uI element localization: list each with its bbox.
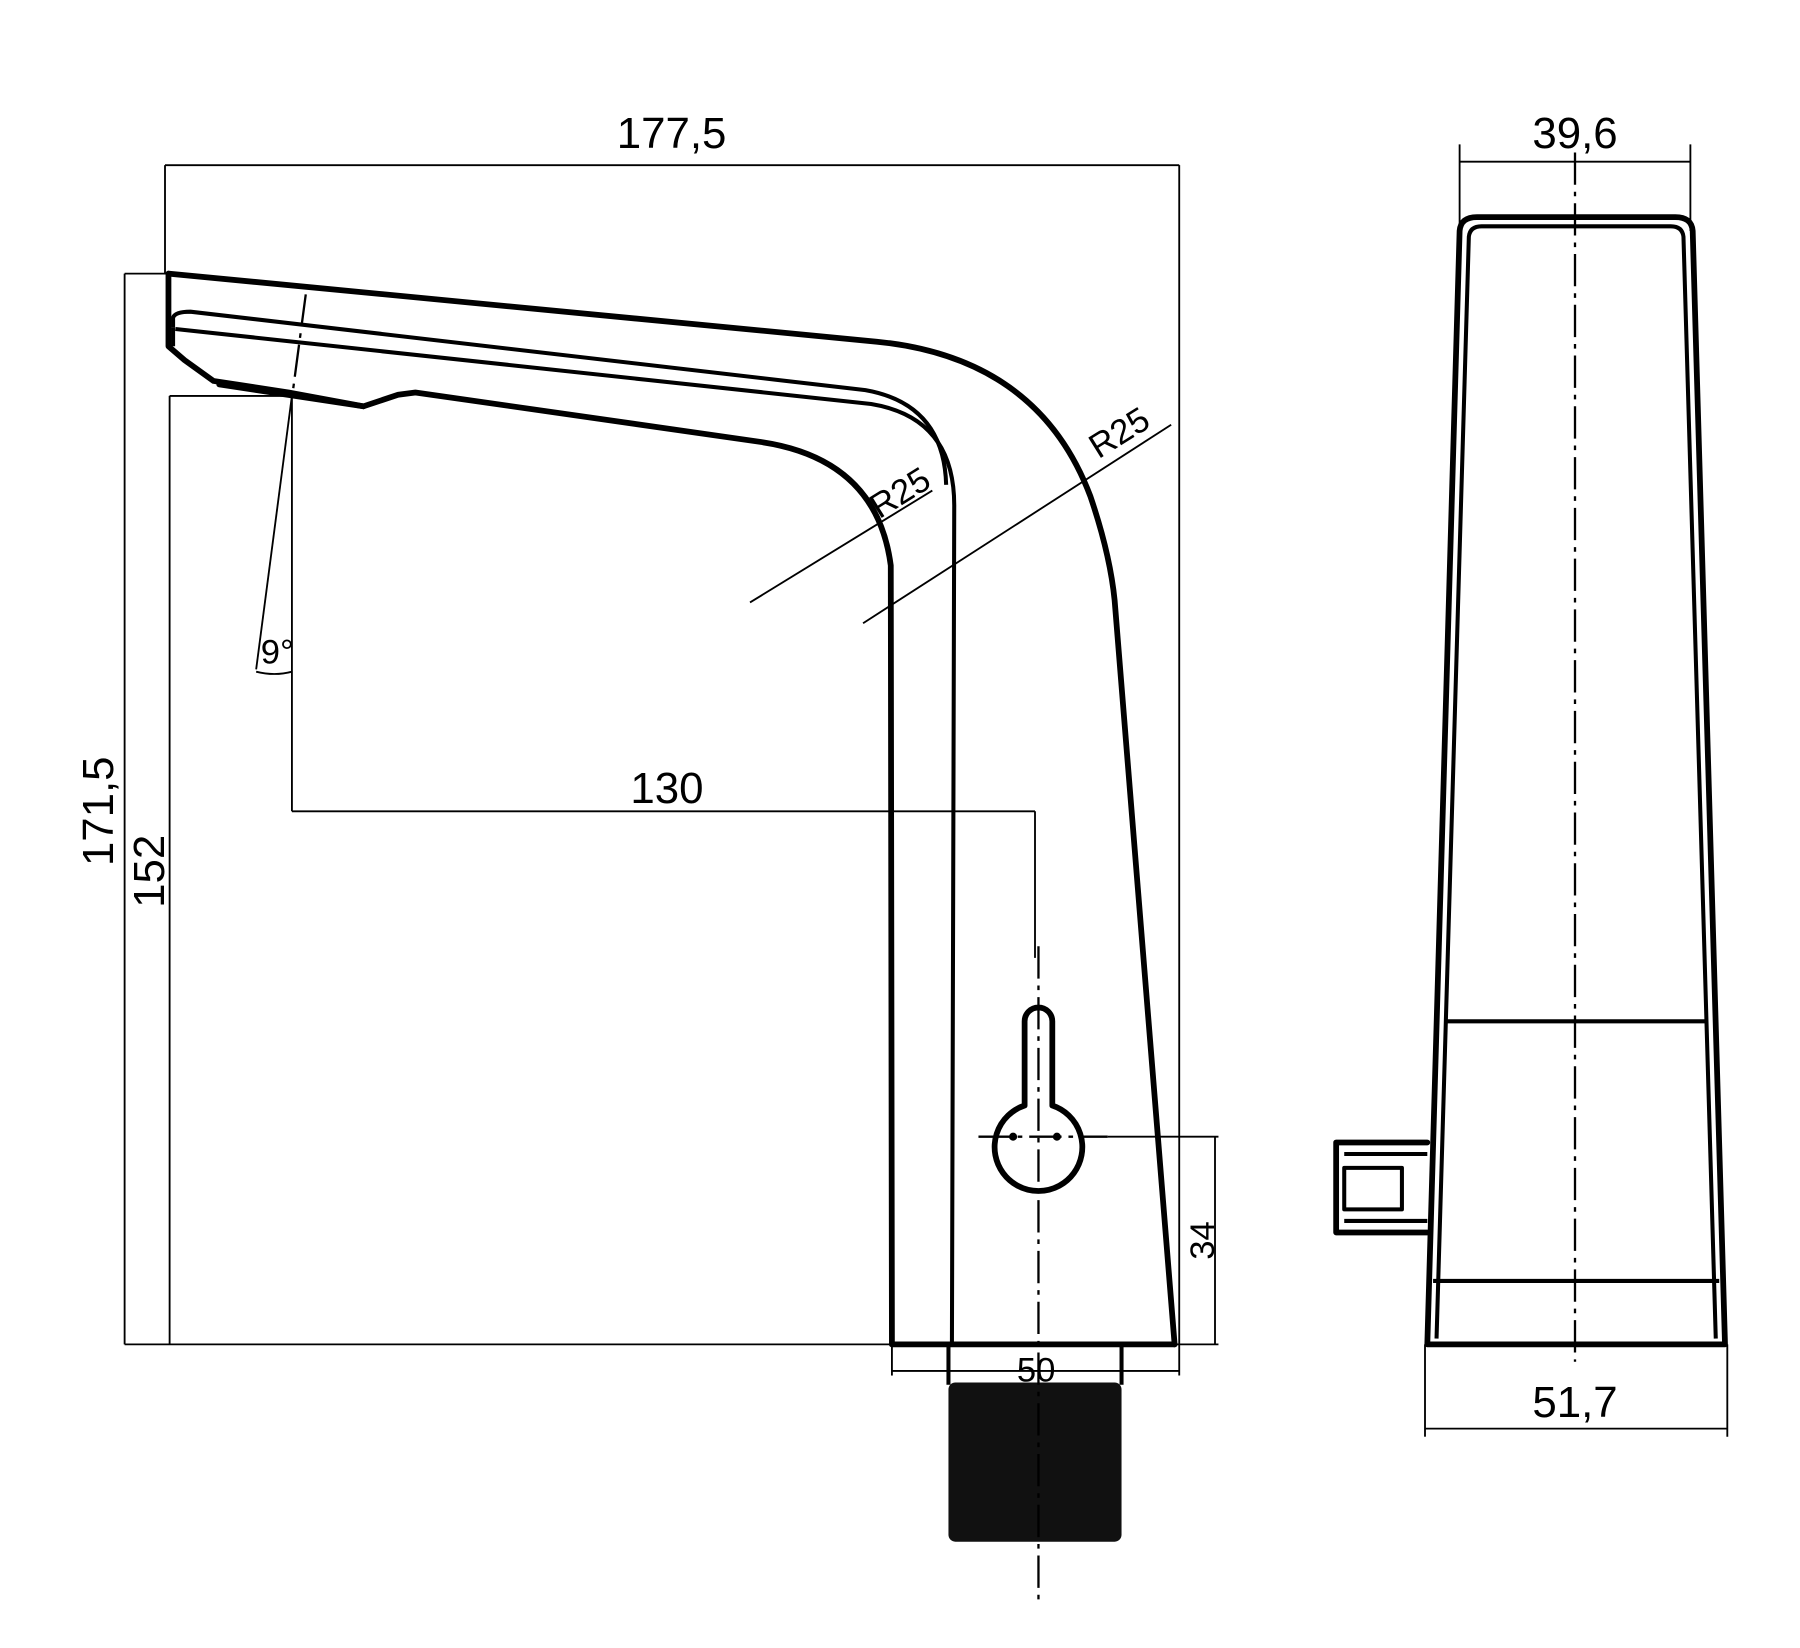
dim-sensor-height: 34: [1184, 1221, 1222, 1260]
threaded-shank: [948, 1382, 1122, 1542]
spout-underside-outline: [165, 270, 895, 1348]
spout-ridge: [171, 309, 949, 485]
dim-overall-height: 171,5: [74, 756, 123, 866]
dim-reach: 130: [630, 764, 703, 813]
front-view: 177,5 171,5 152 130 9° R25 R25 34 50: [74, 109, 1222, 1604]
dim-angle: 9°: [261, 634, 294, 672]
spout-inner-outline: [171, 326, 957, 1345]
dim-outlet-height: 152: [125, 835, 174, 908]
side-sensor-nub: [1333, 1139, 1431, 1236]
side-view: 39,6 51,7: [1333, 109, 1729, 1437]
dim-overall-length: 177,5: [617, 109, 727, 158]
dim-side-top-width: 39,6: [1532, 109, 1617, 158]
spout-axis: [290, 294, 307, 399]
dim-side-base-width: 51,7: [1532, 1378, 1617, 1427]
spout-top-outline: [165, 270, 1178, 1348]
dim-radius-outer: R25: [1083, 400, 1157, 466]
side-body-outline: [1424, 214, 1728, 1348]
sensor-keyhole: [991, 1004, 1086, 1194]
dim-base-width: 50: [1017, 1351, 1056, 1389]
